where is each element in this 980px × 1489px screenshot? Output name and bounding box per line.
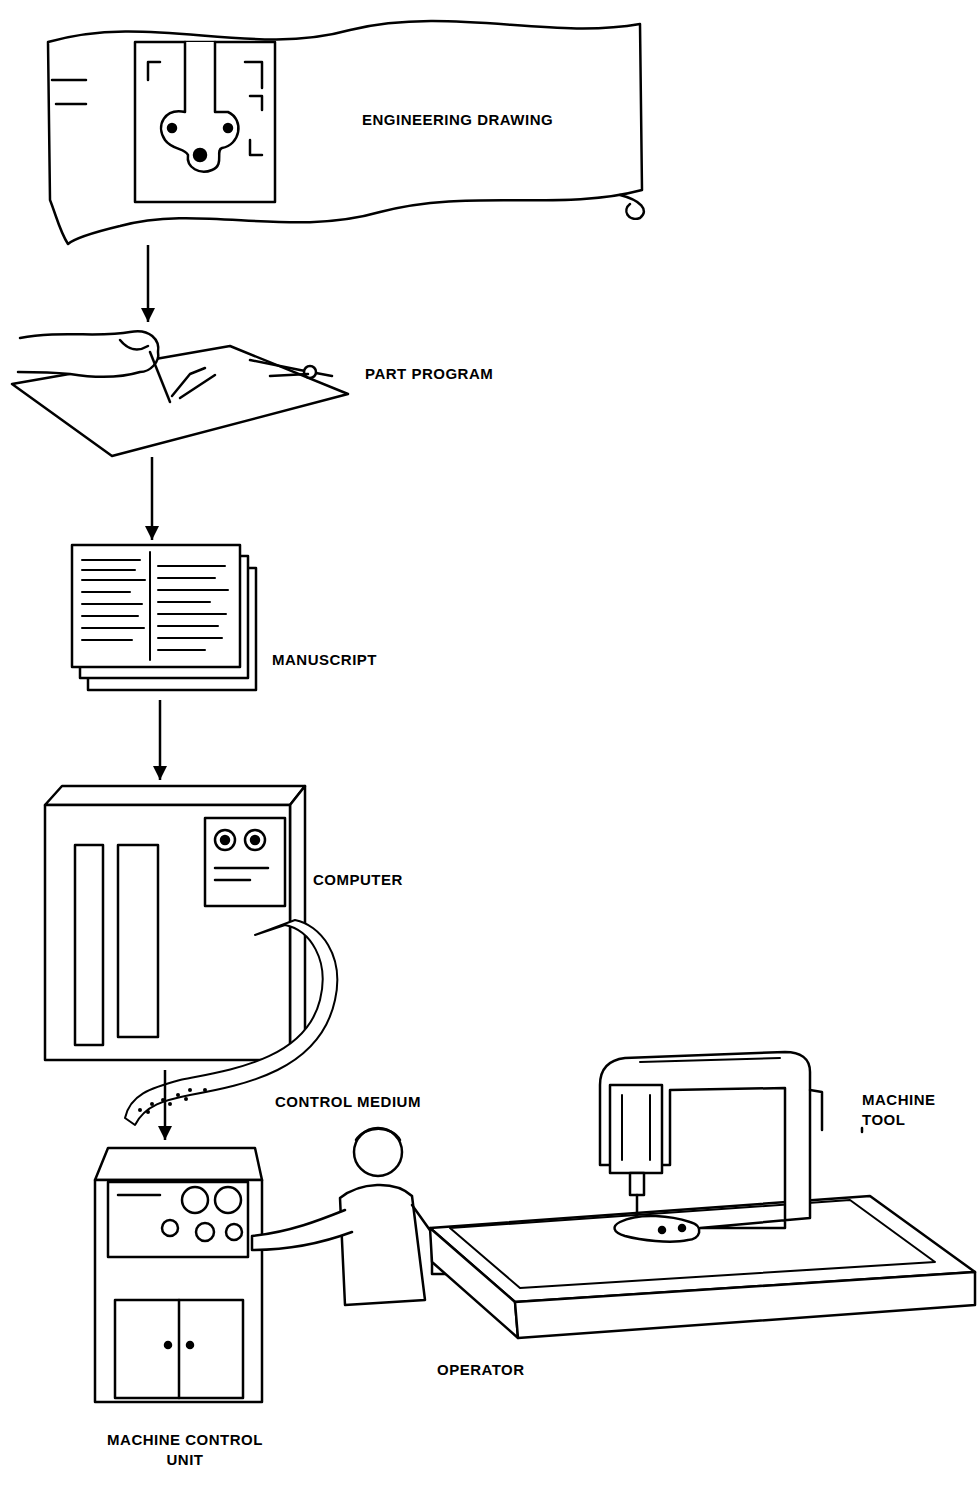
flow-arrow xyxy=(164,1070,167,1140)
manuscript-pages xyxy=(72,545,256,690)
illustration-node: MACHINE TOOL xyxy=(580,1040,978,1220)
drawing-sheet xyxy=(48,21,644,244)
computer-cabinet xyxy=(45,786,337,1125)
node-label: MACHINE CONTROL UNIT xyxy=(105,1430,265,1470)
illustration-node: ENGINEERING DRAWING xyxy=(40,0,660,245)
node-label: MACHINE TOOL xyxy=(862,1090,977,1130)
hand-writing xyxy=(12,331,348,456)
flow-arrow xyxy=(159,700,162,780)
node-label: COMPUTER xyxy=(313,870,433,890)
flow-arrow xyxy=(147,245,150,322)
part-label: CONTROL MEDIUM xyxy=(275,1092,445,1112)
flow-arrow xyxy=(151,457,154,540)
node-label: MANUSCRIPT xyxy=(272,650,388,670)
control-cabinet xyxy=(95,1148,262,1402)
illustration-node: COMPUTER xyxy=(40,780,440,1070)
node-label: ENGINEERING DRAWING xyxy=(362,110,622,130)
node-label: PART PROGRAM xyxy=(365,364,545,384)
illustration-node: PART PROGRAM xyxy=(0,322,560,457)
illustration-node: MACHINE CONTROL UNIT xyxy=(85,1140,285,1485)
illustration-node: MANUSCRIPT xyxy=(60,540,390,700)
part-label: OPERATOR xyxy=(437,1360,557,1380)
